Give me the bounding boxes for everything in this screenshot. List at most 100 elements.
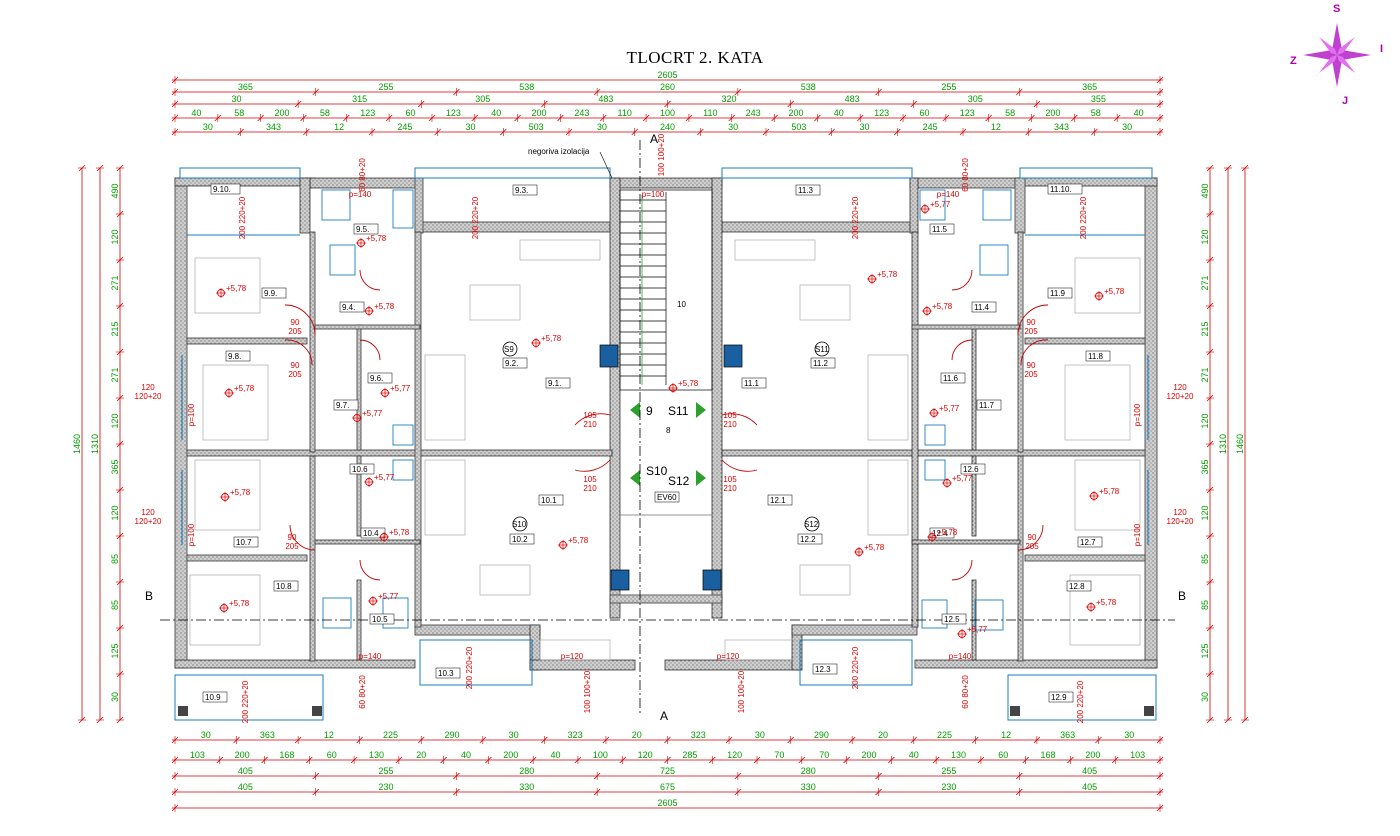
furniture [189,239,1141,661]
left-dim-2-6: 365 [110,459,120,474]
top-dim-3-15: 40 [834,108,844,118]
bottom-dim-2-5: 255 [941,766,956,776]
right-dim-2-9: 85 [1200,600,1210,610]
level-marker: +5,78 [389,528,410,537]
right-dim-2-7: 120 [1200,505,1210,520]
plan-title: TLOCRT 2. KATA [626,48,764,67]
bottom-dim-1-9: 100 [593,750,608,760]
right-dim-2-2: 271 [1200,275,1210,290]
top-dim-2-2: 305 [475,94,490,104]
bottom-dim-3-2: 330 [519,782,534,792]
level-marker: +5,78 [678,379,699,388]
door-swings [284,269,1049,581]
room-label: 9.2. [505,359,518,368]
top-dim-3-14: 200 [788,108,803,118]
sanitary-fixtures [321,189,1012,631]
parapet-label: p=100 [187,403,196,426]
room-label: 11.3 [798,186,814,195]
bottom-dim-0-7: 20 [632,730,642,740]
top-dim-3-10: 110 [617,108,631,118]
top-dim-4-5: 503 [529,122,544,132]
balconies [174,167,1157,721]
door-width: 105 [583,475,597,484]
top-dim-4-11: 245 [923,122,938,132]
top-dim-3-6: 123 [446,108,461,118]
door-height: 210 [723,484,737,493]
room-label: 11.4 [974,303,990,312]
bottom-dim-4-0: 2605 [657,798,677,808]
top-dim-3-13: 243 [746,108,761,118]
level-marker: +5,77 [378,592,399,601]
bottom-dim-2-4: 280 [801,766,816,776]
top-dim-4-1: 343 [266,122,281,132]
door-labels: 9020590205902059020590205902051052101052… [135,133,1194,723]
level-marker: +5,78 [226,284,247,293]
left-dim-2-0: 490 [110,183,120,198]
door-label-vertical: 60 80+20 [358,158,367,192]
top-dim-2-0: 30 [232,94,242,104]
top-dim-1-5: 255 [941,82,956,92]
room-label: 10.2 [512,535,528,544]
top-dim-4-14: 30 [1122,122,1132,132]
parapet-label: p=140 [349,190,372,199]
bottom-dim-2-6: 405 [1082,766,1097,776]
room-label: 11.5 [932,225,948,234]
top-dim-3-0: 40 [191,108,201,118]
parapet-label: p=120 [561,652,584,661]
room-label: 11.10. [1050,185,1072,194]
level-marker: +5,77 [952,474,973,483]
top-dim-2-4: 320 [722,94,737,104]
bottom-dim-1-21: 103 [1130,750,1145,760]
section-a-bottom: A [660,709,668,723]
level-markers: +5,78+5,78+5,78+5,78+5,78+5,78+5,77+5,77… [216,200,1125,639]
insulation-note: negoriva izolacija [528,147,590,156]
section-b-left: B [145,589,153,603]
room-label: 9.10. [213,185,231,194]
door-height: 205 [285,542,299,551]
door-height: 210 [723,420,737,429]
left-dim-2-1: 120 [110,229,120,244]
bottom-dim-1-2: 168 [279,750,294,760]
top-dim-1-4: 538 [801,82,816,92]
bottom-dim-1-20: 200 [1085,750,1100,760]
room-label: 9.1. [548,379,561,388]
door-width: 120 [141,508,155,517]
room-label: 12.2 [800,535,816,544]
section-a-top: A [650,132,658,146]
door-label-vertical: 100 100+20 [657,133,666,176]
bottom-dim-0-12: 225 [937,730,952,740]
door-label-vertical: 200 220+20 [471,196,480,239]
door-width: 90 [288,533,297,542]
compass-icon [1303,23,1371,87]
bottom-dim-0-13: 12 [1001,730,1011,740]
left-dim-2-4: 271 [110,367,120,382]
stair-flight-label: 8 [666,426,671,435]
room-labels: 9.1.9.2.9.3.9.4.9.5.9.6.9.7.9.8.9.9.9.10… [202,183,1111,703]
top-dim-2-7: 355 [1091,94,1106,104]
top-dim-1-1: 255 [379,82,394,92]
parapet-label: p=100 [1133,523,1142,546]
compass-east: I [1380,43,1383,55]
bottom-dim-0-4: 290 [445,730,460,740]
level-marker: +5,78 [374,302,395,311]
door-label-vertical: 60 80+20 [961,675,970,709]
level-marker: +5,77 [362,409,383,418]
left-dim-2-10: 125 [110,643,120,658]
right-dim-2-6: 365 [1200,459,1210,474]
level-marker: +5,78 [877,270,898,279]
room-label: 9.7. [336,401,349,410]
room-label: 11.6 [943,374,959,383]
room-label: 9.6. [370,374,383,383]
bottom-dim-1-0: 103 [190,750,205,760]
door-height: 210 [583,484,597,493]
top-dim-1-2: 538 [519,82,534,92]
bottom-dim-2-2: 280 [519,766,534,776]
top-dim-3-16: 123 [874,108,889,118]
bottom-dim-1-16: 40 [909,750,919,760]
bottom-dim-1-10: 120 [638,750,653,760]
top-dim-2-6: 305 [968,94,983,104]
top-dim-3-5: 60 [406,108,416,118]
bottom-dim-0-2: 12 [324,730,334,740]
level-marker: +5,77 [939,404,960,413]
